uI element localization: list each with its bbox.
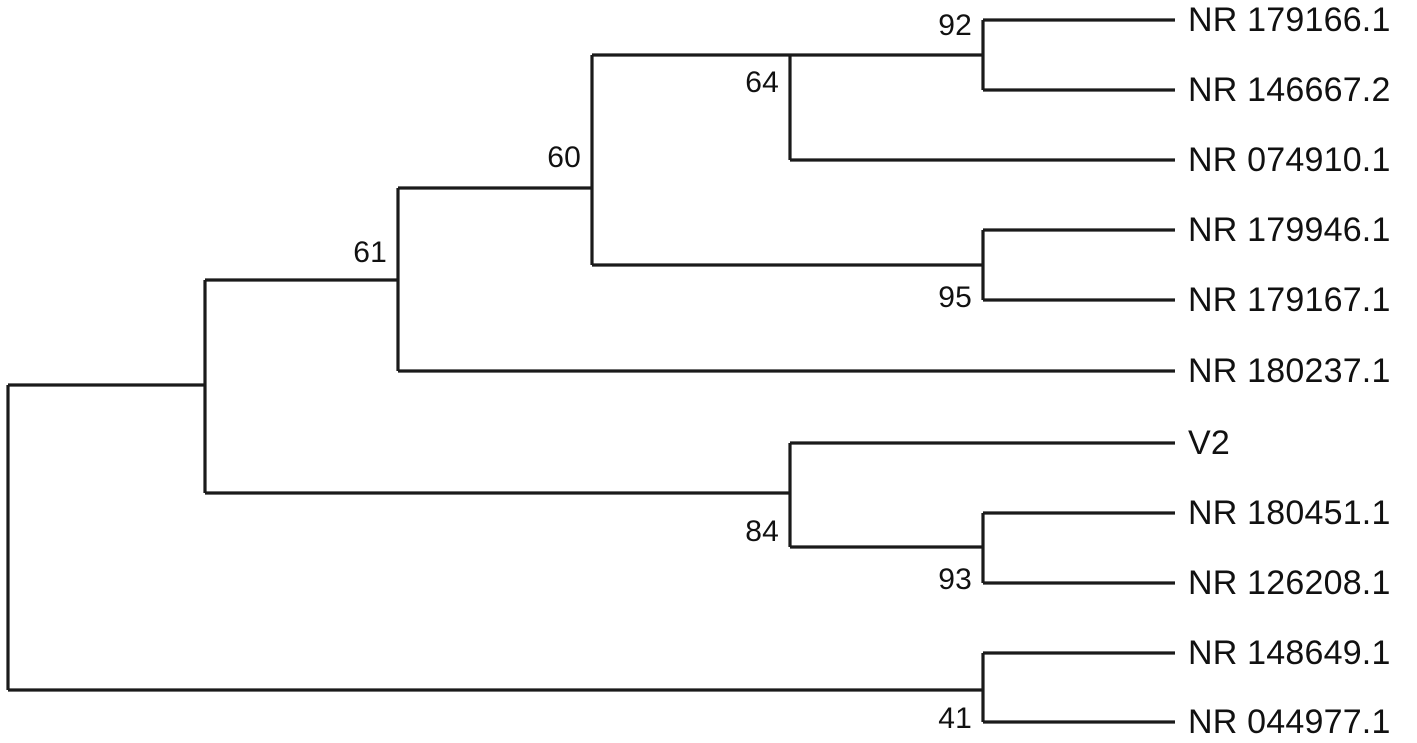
- tip-label-nr-179946-1: NR 179946.1: [1188, 211, 1391, 249]
- tip-label-nr-180451-1: NR 180451.1: [1188, 494, 1391, 532]
- tip-label-nr-074910-1: NR 074910.1: [1188, 141, 1391, 179]
- tip-label-nr-179166-1: NR 179166.1: [1188, 1, 1391, 39]
- tip-label-nr-180237-1: NR 180237.1: [1188, 352, 1391, 390]
- tip-label-nr-126208-1: NR 126208.1: [1188, 564, 1391, 602]
- branch-group: [6, 18, 1175, 724]
- bootstrap-support-60: 60: [547, 141, 581, 174]
- bootstrap-support-41: 41: [938, 702, 972, 735]
- tip-label-nr-044977-1: NR 044977.1: [1188, 703, 1391, 741]
- bootstrap-support-61: 61: [353, 236, 387, 269]
- tip-label-nr-179167-1: NR 179167.1: [1188, 281, 1391, 319]
- tip-label-nr-146667-2: NR 146667.2: [1188, 71, 1391, 109]
- bootstrap-support-92: 92: [938, 9, 972, 42]
- bootstrap-support-95: 95: [938, 281, 972, 314]
- bootstrap-support-93: 93: [938, 563, 972, 596]
- bootstrap-support-64: 64: [745, 66, 779, 99]
- tip-label-v2: V2: [1188, 424, 1230, 462]
- tip-label-nr-148649-1: NR 148649.1: [1188, 634, 1391, 672]
- bootstrap-support-84: 84: [745, 515, 779, 548]
